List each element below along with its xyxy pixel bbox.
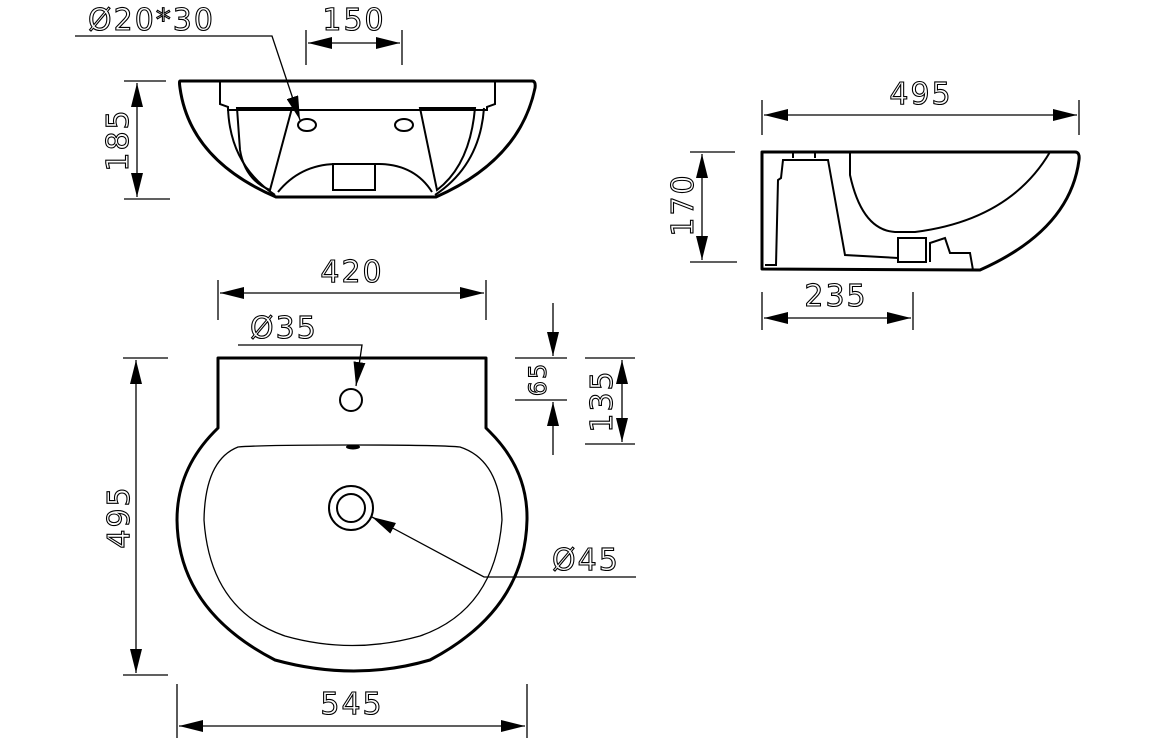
fixing-centres-label: 150 (322, 3, 385, 38)
side-height-label: 170 (666, 173, 701, 236)
overflow-slot (346, 444, 360, 450)
rear-right-cavity (418, 107, 477, 192)
back-section-label: 135 (585, 369, 620, 432)
back-width-label: 420 (320, 255, 383, 290)
rear-plate (219, 82, 496, 111)
projection-label: 495 (102, 485, 137, 548)
fixing-hole-left (297, 118, 317, 132)
tap-hole (339, 388, 363, 412)
rear-height-label: 185 (101, 108, 136, 171)
rear-waste-arch (277, 163, 433, 193)
top-outline (175, 356, 529, 673)
waste-outer (328, 485, 374, 531)
side-view: 495 170 235 (665, 76, 1081, 330)
rear-left-cavity (235, 107, 294, 192)
side-waste (897, 237, 927, 263)
rear-view: 185 150 Ø20*30 (75, 2, 537, 200)
waste-label: Ø45 (552, 543, 620, 578)
wall-to-centre-label: 235 (804, 279, 867, 314)
top-view: 420 Ø35 65 135 495 Ø45 545 (101, 254, 636, 738)
top-bowl (203, 444, 503, 647)
waste-inner (336, 493, 366, 523)
side-bowl (849, 151, 1051, 233)
rear-waste-outlet (332, 163, 376, 191)
fixing-hole-right (394, 118, 414, 132)
tap-offset-label: 65 (524, 362, 552, 397)
side-depth-label: 495 (889, 77, 952, 112)
rear-outline (178, 79, 537, 199)
overall-width-label: 545 (320, 687, 383, 722)
waste-hole-label: Ø20*30 (88, 3, 215, 38)
side-outline (760, 150, 1081, 272)
tap-hole-label: Ø35 (250, 311, 318, 346)
